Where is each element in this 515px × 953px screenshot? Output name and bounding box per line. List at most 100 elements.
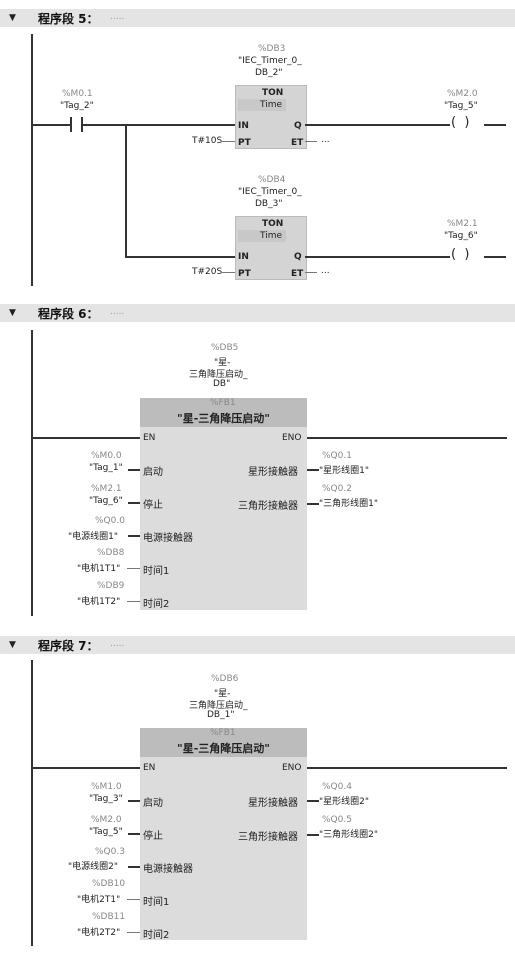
timer2-db-address: %DB4 — [258, 175, 286, 185]
fb7-pin-power: 电源接触器 — [143, 864, 193, 875]
coil1-tag[interactable]: "Tag_5" — [444, 101, 478, 111]
timer1-block[interactable]: TON Time IN PT Q ET — [235, 85, 307, 149]
fb7-db-name-2[interactable]: 三角降压启动_ — [189, 701, 248, 711]
timer1-pt-value[interactable]: T#10S — [192, 136, 223, 146]
fb6-input-address: %M2.1 — [91, 484, 122, 494]
fb7-output-tag[interactable]: "星形线圈2" — [319, 797, 370, 807]
coil2-address: %M2.1 — [447, 219, 478, 229]
fb7-input-address: %M2.0 — [91, 815, 122, 825]
timer1-db-address: %DB3 — [258, 44, 286, 54]
coil2-tag[interactable]: "Tag_6" — [444, 231, 478, 241]
coil1-address: %M2.0 — [447, 89, 478, 99]
wire — [307, 767, 507, 769]
timer2-et-value[interactable]: ... — [321, 266, 330, 276]
fb6-header — [140, 398, 307, 427]
fb6-db-name-3[interactable]: DB" — [213, 379, 231, 389]
fb6-pin-start: 启动 — [143, 467, 163, 478]
timer1-in-pin: IN — [238, 121, 249, 131]
wire — [484, 256, 506, 258]
contact-tag[interactable]: "Tag_2" — [60, 101, 94, 111]
wire — [305, 256, 450, 258]
fb7-eno-pin: ENO — [282, 763, 302, 773]
fb6-block[interactable] — [140, 398, 307, 610]
coil-icon[interactable]: ( ) — [451, 115, 470, 130]
fb7-input-tag[interactable]: "电机2T1" — [77, 895, 121, 905]
fb7-header — [140, 728, 307, 757]
fb6-output-address: %Q0.1 — [322, 451, 352, 461]
wire — [484, 124, 506, 126]
fb7-input-tag[interactable]: "Tag_5" — [89, 827, 123, 837]
power-rail — [31, 330, 33, 616]
timer2-pt-value[interactable]: T#20S — [192, 267, 223, 277]
coil-icon[interactable]: ( ) — [451, 247, 470, 262]
timer1-et-value[interactable]: ... — [321, 135, 330, 145]
fb7-input-address: %DB11 — [92, 912, 126, 922]
branch-wire — [125, 124, 127, 256]
segment-title: 程序段 6： — [38, 307, 99, 321]
power-rail — [31, 34, 33, 286]
fb7-pin-delta: 三角形接触器 — [238, 832, 298, 843]
contact-left-icon[interactable] — [70, 117, 72, 132]
fb6-pin-time1: 时间1 — [143, 566, 170, 577]
fb6-pin-delta: 三角形接触器 — [238, 501, 298, 512]
segment-title: 程序段 5： — [38, 12, 99, 26]
timer2-block[interactable]: TON Time IN PT Q ET — [235, 216, 307, 280]
collapse-arrow-icon[interactable]: ▼ — [9, 308, 16, 318]
fb7-pin-stop: 停止 — [143, 831, 163, 842]
wire — [33, 767, 140, 769]
fb6-input-address: %Q0.0 — [95, 516, 125, 526]
fb7-input-tag[interactable]: "电源线圈2" — [68, 862, 119, 872]
segment-header-5[interactable]: ▼ 程序段 5： ..... — [0, 9, 515, 27]
timer1-subtype: Time — [260, 100, 283, 110]
fb6-output-tag[interactable]: "三角形线圈1" — [319, 499, 379, 509]
segment-header-6[interactable]: ▼ 程序段 6： ..... — [0, 304, 515, 322]
fb6-input-tag[interactable]: "电机1T2" — [77, 597, 121, 607]
segment-header-7[interactable]: ▼ 程序段 7： ..... — [0, 636, 515, 654]
fb7-pin-start: 启动 — [143, 798, 163, 809]
collapse-arrow-icon[interactable]: ▼ — [9, 13, 16, 23]
fb6-output-tag[interactable]: "星形线圈1" — [319, 466, 370, 476]
segment-comment[interactable]: ..... — [110, 307, 125, 317]
fb7-input-address: %M1.0 — [91, 782, 122, 792]
fb6-pin-star: 星形接触器 — [248, 467, 298, 478]
fb7-pin-time2: 时间2 — [143, 930, 170, 941]
fb7-input-tag[interactable]: "电机2T2" — [77, 928, 121, 938]
fb6-input-address: %M0.0 — [91, 451, 122, 461]
fb6-input-tag[interactable]: "Tag_1" — [89, 463, 123, 473]
timer1-db-name[interactable]: "IEC_Timer_0_ — [238, 56, 302, 66]
fb6-eno-pin: ENO — [282, 433, 302, 443]
fb6-input-tag[interactable]: "电机1T1" — [77, 564, 121, 574]
fb7-db-name[interactable]: "星- — [214, 689, 231, 699]
segment-comment[interactable]: ..... — [110, 639, 125, 649]
contact-right-icon[interactable] — [81, 117, 83, 132]
wire — [83, 124, 236, 126]
fb7-input-address: %Q0.3 — [95, 847, 125, 857]
fb6-db-name[interactable]: "星- — [214, 358, 231, 368]
fb6-input-tag[interactable]: "电源线圈1" — [68, 532, 119, 542]
fb7-fb-name[interactable]: "星-三角降压启动" — [177, 742, 271, 755]
fb6-db-name-2[interactable]: 三角降压启动_ — [189, 370, 248, 380]
fb7-output-tag[interactable]: "三角形线圈2" — [319, 830, 379, 840]
fb6-fb-name[interactable]: "星-三角降压启动" — [177, 412, 271, 425]
segment-title: 程序段 7： — [38, 639, 99, 653]
timer2-db-name-2[interactable]: DB_3" — [255, 199, 283, 209]
fb7-db-name-3[interactable]: DB_1" — [207, 710, 235, 720]
branch-wire — [125, 256, 236, 258]
fb7-db-address: %DB6 — [211, 674, 239, 684]
segment-comment[interactable]: ..... — [110, 12, 125, 22]
fb6-input-tag[interactable]: "Tag_6" — [89, 496, 123, 506]
timer2-pt-pin: PT — [238, 269, 251, 279]
fb7-en-pin: EN — [143, 763, 156, 773]
timer1-et-pin: ET — [291, 138, 304, 148]
timer1-pt-pin: PT — [238, 138, 251, 148]
timer2-et-pin: ET — [291, 269, 304, 279]
fb7-block[interactable] — [140, 728, 307, 940]
timer1-db-name-2[interactable]: DB_2" — [255, 68, 283, 78]
collapse-arrow-icon[interactable]: ▼ — [9, 640, 16, 650]
timer2-db-name[interactable]: "IEC_Timer_0_ — [238, 187, 302, 197]
fb6-input-address: %DB8 — [97, 548, 125, 558]
fb7-input-tag[interactable]: "Tag_3" — [89, 794, 123, 804]
timer1-q-pin: Q — [294, 121, 302, 131]
fb7-input-address: %DB10 — [92, 879, 126, 889]
fb7-output-address: %Q0.5 — [322, 815, 352, 825]
